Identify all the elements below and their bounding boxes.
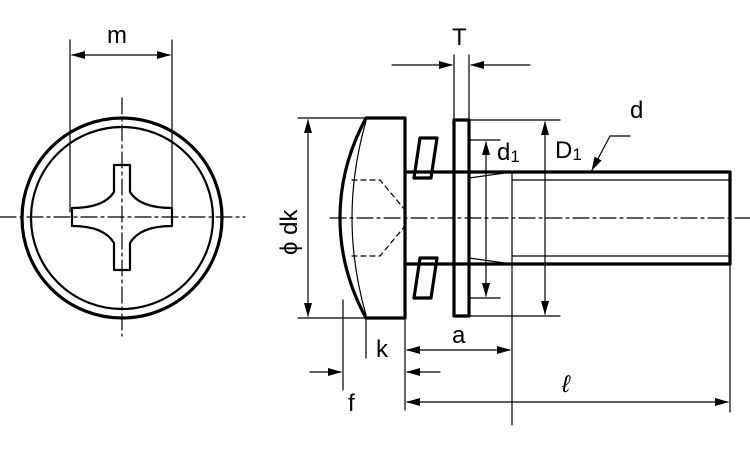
label-D1: D1 bbox=[555, 137, 582, 164]
label-l: ℓ bbox=[561, 371, 571, 398]
spring-washer-upper bbox=[412, 136, 439, 180]
d-leader-line bbox=[591, 135, 611, 171]
label-a: a bbox=[452, 322, 466, 349]
label-k: k bbox=[376, 336, 389, 363]
head-outer-circle bbox=[20, 116, 224, 320]
label-f: f bbox=[348, 390, 355, 417]
head-inner-edge bbox=[351, 120, 367, 316]
screw-shank bbox=[403, 170, 732, 266]
head-inner-circle bbox=[29, 125, 215, 311]
side-view: ϕ dk d1 D1 d T k f a bbox=[276, 24, 750, 426]
label-m: m bbox=[107, 22, 127, 49]
label-d1: d1 bbox=[497, 139, 520, 166]
label-phi-dk: ϕ dk bbox=[276, 209, 303, 255]
label-d: d bbox=[630, 97, 643, 124]
flat-washer bbox=[452, 118, 471, 318]
thread-runout bbox=[468, 171, 513, 265]
screw-head bbox=[338, 116, 407, 320]
spring-washer-lower bbox=[412, 256, 439, 300]
front-view: m bbox=[0, 22, 246, 337]
recess-hidden-lines bbox=[351, 179, 406, 257]
phillips-recess bbox=[70, 163, 174, 272]
label-T: T bbox=[452, 24, 467, 51]
